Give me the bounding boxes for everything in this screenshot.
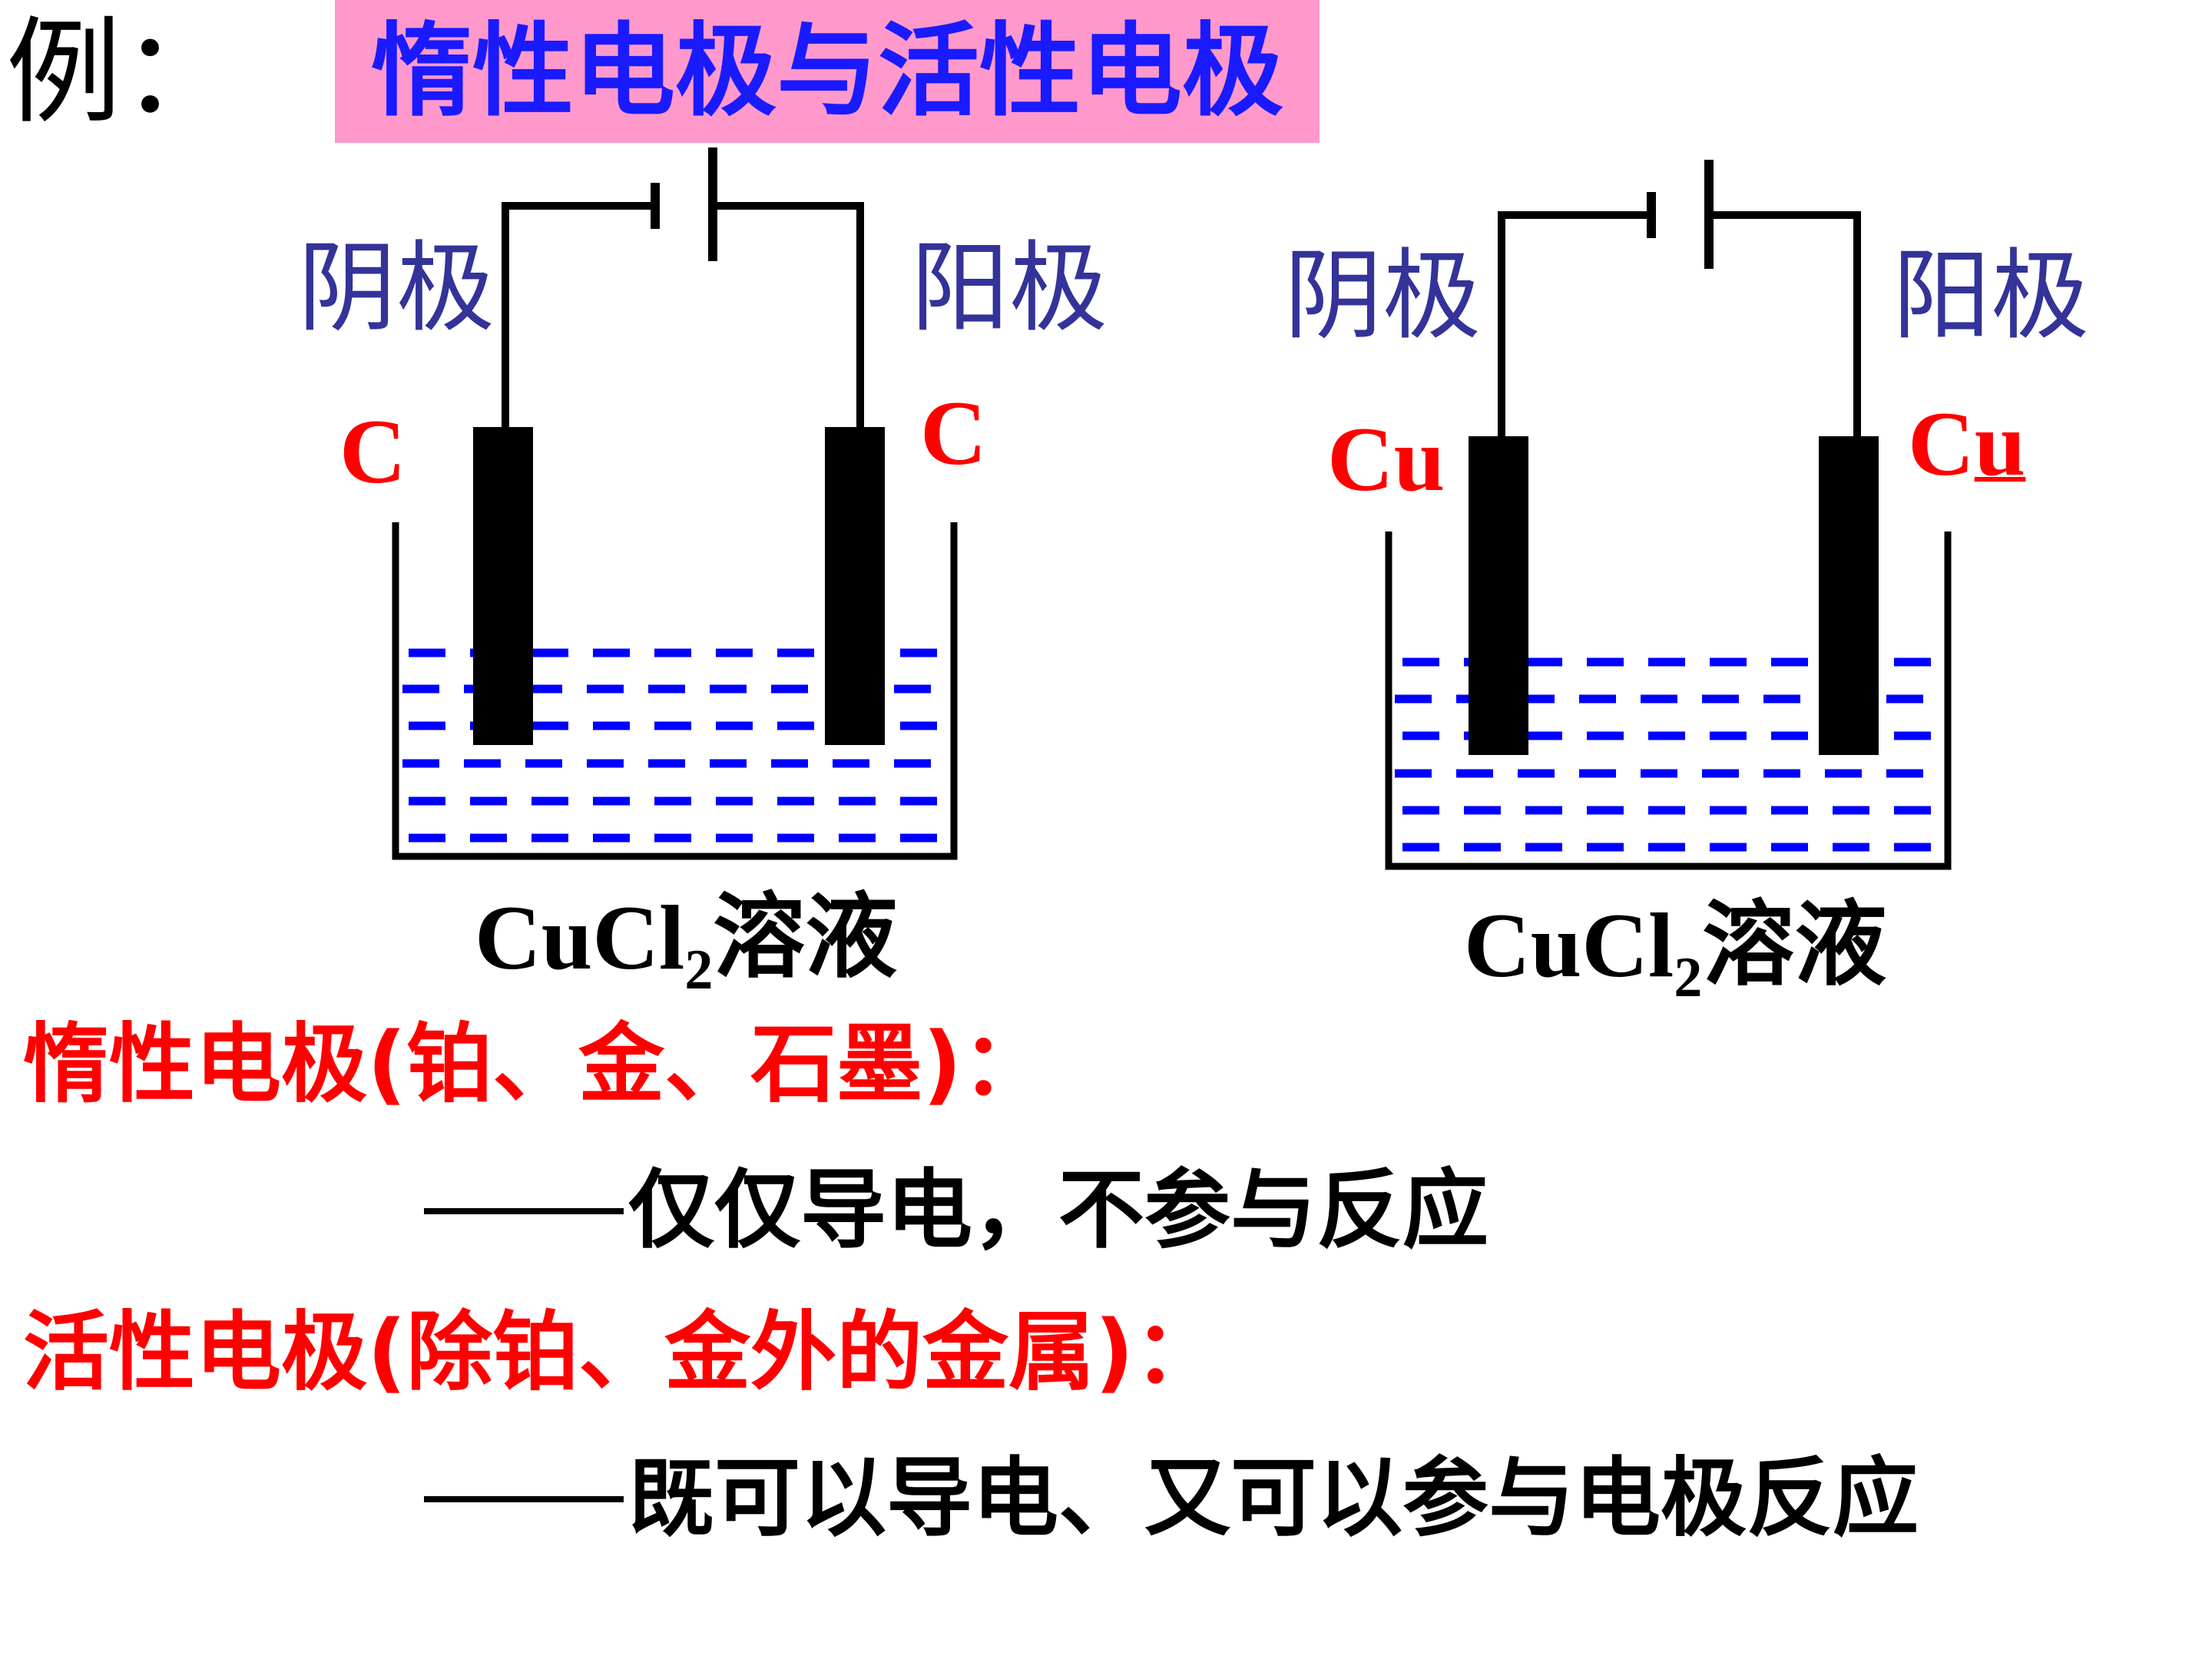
solution-formula-subscript-right: 2: [1674, 946, 1703, 1009]
solution-formula-left: CuCl: [475, 886, 685, 988]
inert-electrode-explanation-text: 仅仅导电，不参与反应: [628, 1161, 1488, 1260]
inert-electrode-explanation: 仅仅导电，不参与反应: [424, 1167, 1488, 1253]
anode-label-left: 阳极: [911, 231, 1108, 346]
title-box: 惰性电极与活性电极: [335, 0, 1320, 143]
wire-right-cathode: [1498, 211, 1651, 438]
anode-material-right: Cu: [1908, 398, 2025, 490]
cathode-label-right: 阴极: [1284, 239, 1482, 353]
electrolytic-cell-right: [1385, 160, 1952, 870]
em-dash-line: [424, 1496, 624, 1503]
cathode-material-right: Cu: [1327, 408, 1445, 510]
solution-label-left: CuCl2溶液: [475, 891, 897, 999]
anode-electrode-right: [1819, 436, 1879, 755]
example-label: 例：: [6, 6, 237, 140]
em-dash-line: [424, 1208, 624, 1215]
active-electrode-term: 活性电极(除铂、金外的金属)：: [23, 1303, 1220, 1402]
solution-formula-subscript-left: 2: [684, 939, 714, 1002]
solution-name-left: 溶液: [713, 882, 898, 991]
wire-left-cathode: [502, 202, 655, 507]
wire-right-anode: [1709, 211, 1861, 438]
electrolytic-cell-left: [392, 147, 958, 860]
anode-material-right-underlined: u: [1974, 392, 2026, 495]
inert-electrode-term: 惰性电极(铂、金、石墨)：: [23, 1015, 1048, 1114]
beaker-left: [392, 522, 958, 860]
page-title: 惰性电极与活性电极: [371, 12, 1283, 131]
active-electrode-explanation: 既可以导电、又可以参与电极反应: [424, 1455, 1919, 1541]
anode-material-right-prefix: C: [1908, 392, 1975, 495]
cathode-electrode-left: [473, 427, 533, 745]
wire-left-anode: [713, 202, 864, 507]
cathode-electrode-right: [1469, 436, 1528, 755]
solution-name-right: 溶液: [1702, 890, 1887, 998]
solution-label-right: CuCl2溶液: [1464, 899, 1886, 1007]
anode-label-right: 阳极: [1892, 239, 2090, 353]
solution-formula-right: CuCl: [1464, 894, 1674, 996]
cathode-label-left: 阴极: [298, 231, 495, 346]
anode-electrode-left: [825, 427, 885, 745]
cathode-material-left: C: [339, 400, 406, 502]
beaker-right: [1385, 531, 1952, 870]
anode-material-left: C: [920, 382, 987, 484]
active-electrode-explanation-text: 既可以导电、又可以参与电极反应: [628, 1449, 1919, 1548]
